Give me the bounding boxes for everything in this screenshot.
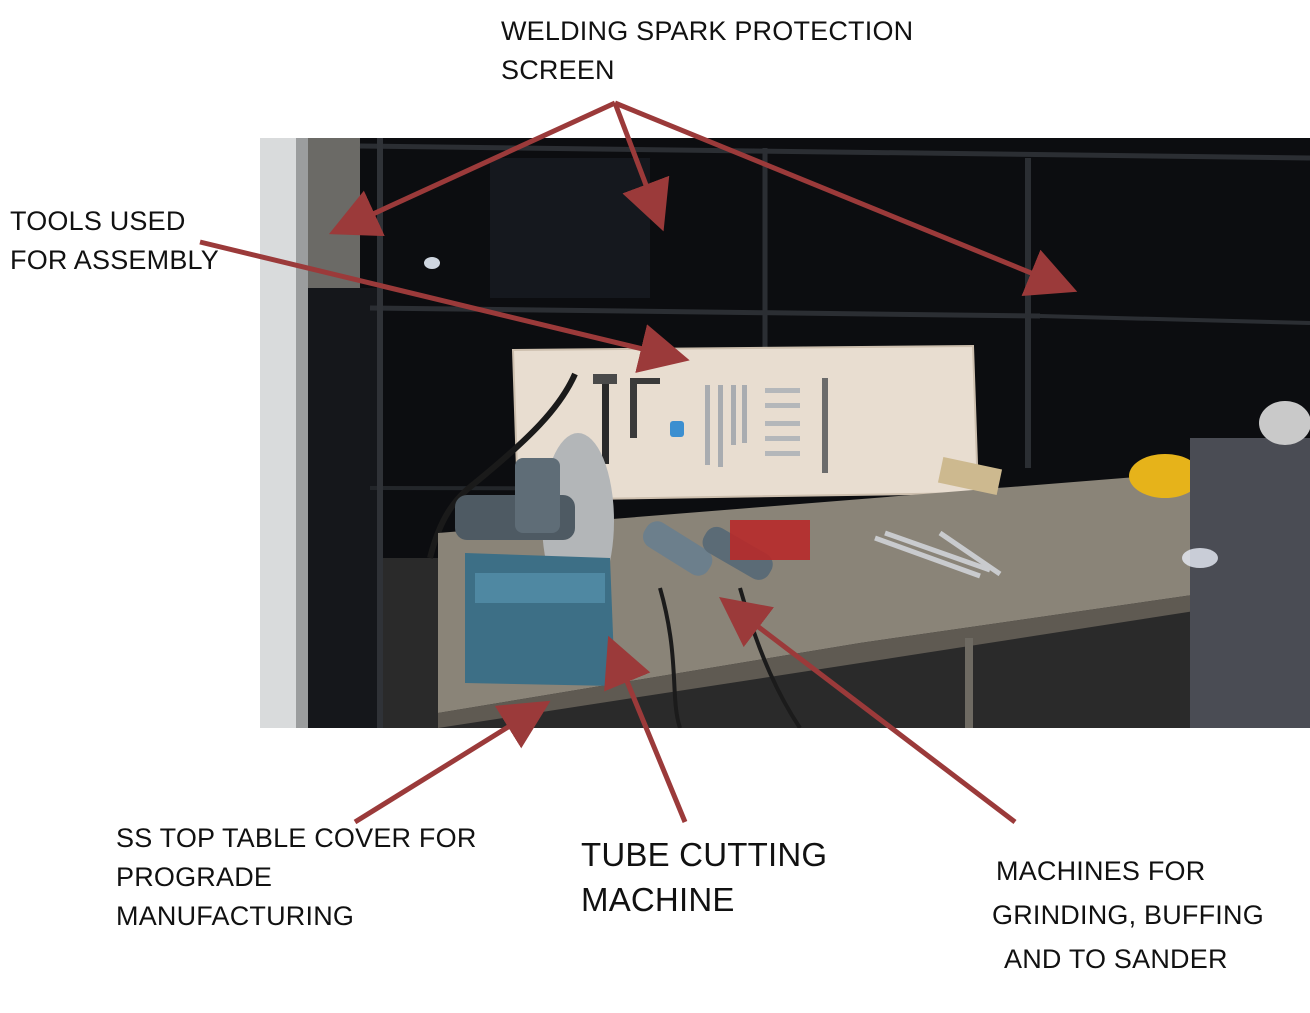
label-table-cover-line-1: SS TOP TABLE COVER FOR: [116, 823, 477, 853]
label-table-cover: SS TOP TABLE COVER FOR PROGRADE MANUFACT…: [116, 819, 477, 936]
label-table-cover-line-3: MANUFACTURING: [116, 901, 355, 931]
cutter-base: [465, 553, 615, 686]
cutter-base-top: [475, 573, 605, 603]
worker-body: [1190, 438, 1310, 728]
screen-frame-right-mid: [1039, 314, 1310, 325]
label-welding-screen: WELDING SPARK PROTECTION SCREEN: [501, 12, 913, 90]
hammer-head: [593, 374, 617, 384]
red-handled-tools: [730, 520, 810, 560]
steel-rods: [874, 530, 1002, 579]
yellow-helmet: [1129, 454, 1201, 498]
cutter-body: [515, 458, 560, 533]
welding-glow: [1182, 548, 1218, 568]
label-table-cover-line-2: PROGRADE: [116, 862, 273, 892]
welding-screen-left: [308, 288, 380, 728]
label-tools-line-2: FOR ASSEMBLY: [10, 245, 219, 275]
label-welding-screen-line-1: WELDING SPARK PROTECTION: [501, 16, 914, 46]
label-tube-cutter-line-2: MACHINE: [581, 881, 735, 918]
measuring-tape: [670, 421, 684, 437]
label-tube-cutter-line-1: TUBE CUTTING: [581, 836, 828, 873]
screen-glare: [424, 257, 440, 269]
pillar-shadow: [296, 138, 308, 728]
label-tools-line-1: TOOLS USED: [10, 206, 186, 236]
worker-head: [1259, 401, 1310, 445]
hammer-handle: [602, 384, 609, 464]
label-grinders-line-1: MACHINES FOR: [996, 856, 1206, 886]
steel-rule: [822, 378, 828, 473]
air-hose: [427, 372, 578, 559]
label-tools: TOOLS USED FOR ASSEMBLY: [10, 202, 219, 280]
label-grinders-line-2: GRINDING, BUFFING: [992, 900, 1264, 930]
label-grinders: MACHINES FOR GRINDING, BUFFING AND TO SA…: [992, 849, 1264, 981]
try-square: [630, 378, 660, 438]
table-leg: [965, 638, 973, 728]
label-tube-cutter: TUBE CUTTING MACHINE: [581, 832, 827, 922]
screen-reflection: [490, 158, 650, 298]
workshop-photo: [260, 138, 1310, 728]
label-grinders-line-3: AND TO SANDER: [1004, 944, 1228, 974]
label-welding-screen-line-2: SCREEN: [501, 55, 615, 85]
white-pillar: [260, 138, 296, 728]
grinder-1: [642, 521, 713, 576]
spanners-left: [705, 385, 747, 467]
spanners-right: [765, 388, 800, 456]
wood-block: [937, 457, 1003, 495]
